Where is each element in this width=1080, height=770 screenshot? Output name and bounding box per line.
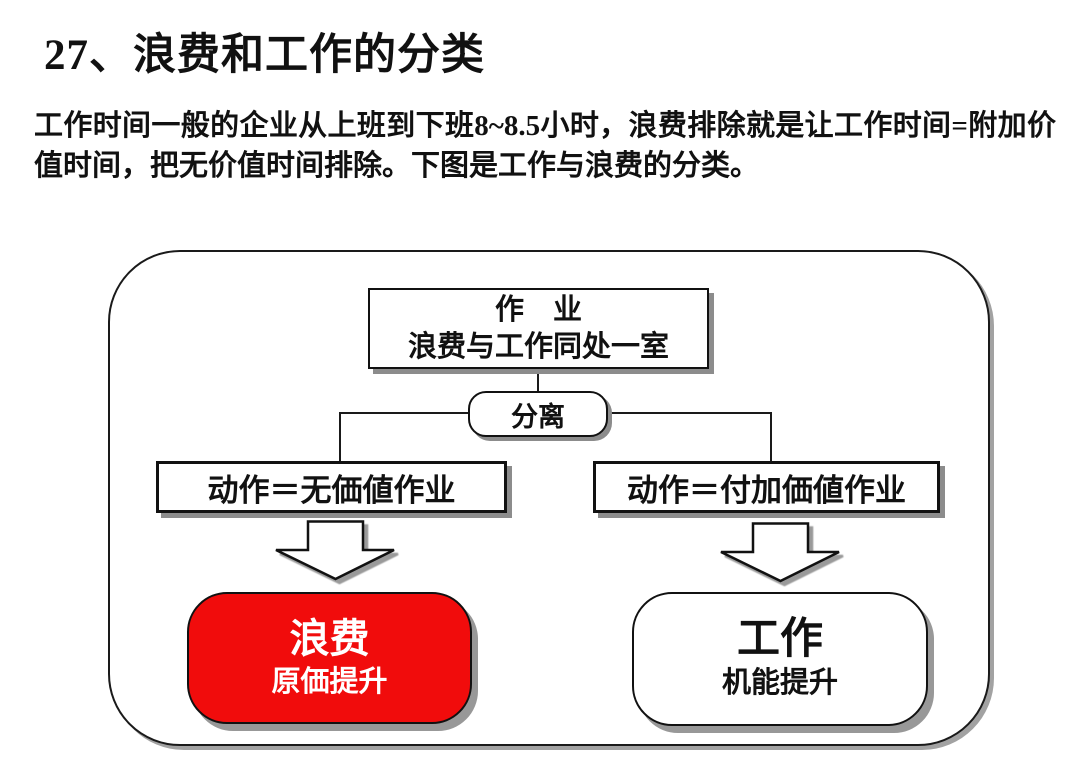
waste-node: 浪费 原価提升 <box>187 592 472 724</box>
work-node: 工作 机能提升 <box>632 592 928 726</box>
connector-separator-left-horizontal <box>339 412 469 414</box>
connector-separator-right-horizontal <box>607 412 772 414</box>
motion-value-added-label: 动作＝付加価値作业 <box>627 472 906 508</box>
connector-separator-left-vertical <box>339 412 341 462</box>
node-separator: 分离 <box>468 391 608 437</box>
motion-no-value-label: 动作＝无価値作业 <box>207 472 456 508</box>
work-title: 工作 <box>737 616 823 663</box>
node-operation: 作 业 浪费与工作同处一室 <box>368 288 709 369</box>
operation-title: 作 业 <box>494 293 582 326</box>
intro-text: 工作时间一般的企业从上班到下班8~8.5小时，浪费排除就是让工作时间=附加价值时… <box>34 110 1056 182</box>
work-subtitle: 机能提升 <box>721 667 838 699</box>
waste-title: 浪费 <box>289 616 370 661</box>
down-arrow-right-icon <box>720 522 840 583</box>
node-motion-value-added: 动作＝付加価値作业 <box>593 461 940 513</box>
down-arrow-left-icon <box>275 520 395 581</box>
node-motion-no-value: 动作＝无価値作业 <box>156 461 507 513</box>
connector-root-to-separator <box>537 369 539 392</box>
connector-separator-right-vertical <box>770 412 772 462</box>
separator-label: 分离 <box>511 401 565 432</box>
waste-subtitle: 原価提升 <box>271 666 388 698</box>
page-title: 27、浪费和工作的分类 <box>44 32 485 79</box>
operation-subtitle: 浪费与工作同处一室 <box>407 330 669 363</box>
